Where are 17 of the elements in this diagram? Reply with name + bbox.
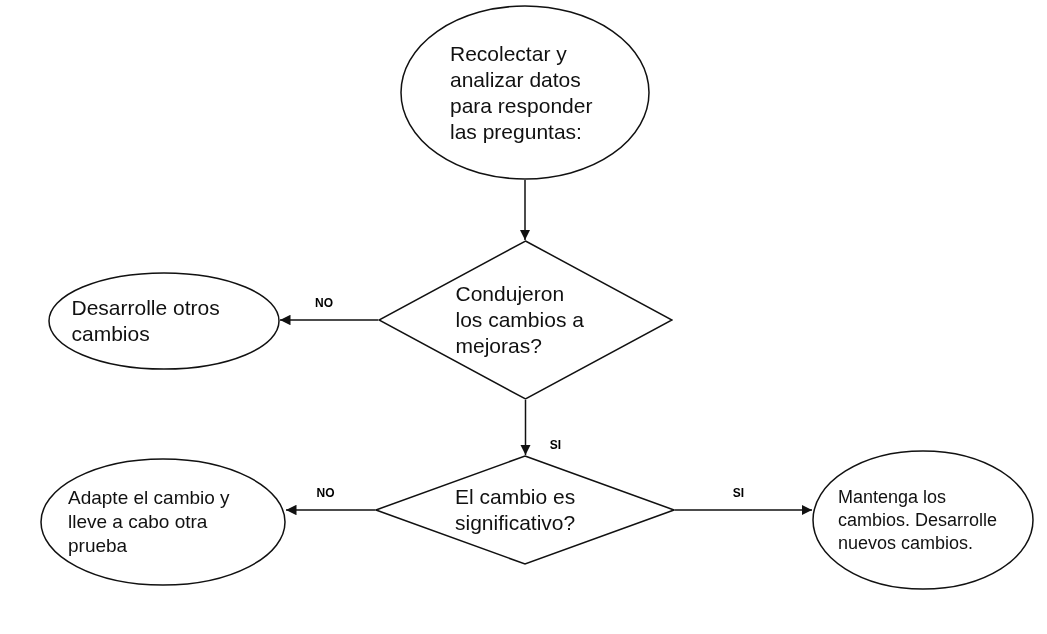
- decision-diamond: [378, 240, 673, 400]
- node-text: Adapte el cambio y lleve a cabo otra prueba: [68, 486, 231, 558]
- arrow: [520, 399, 531, 456]
- process-ellipse: [40, 458, 286, 586]
- node-text: Desarrolle otros cambios: [71, 295, 221, 347]
- arrow: [674, 504, 813, 516]
- arrow: [285, 504, 376, 516]
- arrow: [519, 179, 531, 241]
- decision-diamond: [375, 455, 675, 565]
- process-ellipse: [812, 450, 1034, 590]
- node-text: Condujeron los cambios a mejoras?: [455, 281, 585, 359]
- node-text: El cambio es significativo?: [455, 484, 577, 536]
- process-ellipse: [48, 272, 280, 370]
- node-text: Recolectar y analizar datos para responder las preguntas:: [450, 40, 594, 145]
- process-ellipse: [400, 5, 650, 180]
- node-text: Mantenga los cambios. Desarrolle nuevos cambios.: [838, 485, 999, 555]
- arrow: [279, 314, 379, 326]
